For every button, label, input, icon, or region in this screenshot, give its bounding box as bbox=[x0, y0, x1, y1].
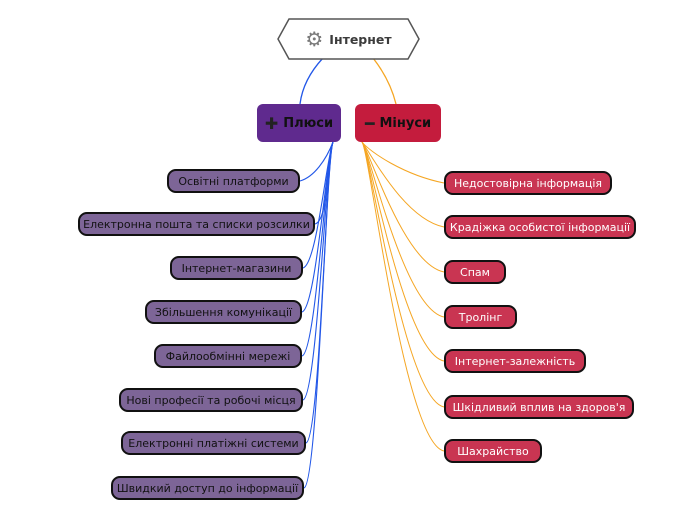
cons-item-1[interactable]: Недостовірна інформація bbox=[444, 171, 612, 195]
pros-item-8[interactable]: Швидкий доступ до інформації bbox=[111, 476, 304, 500]
category-pros-label: Плюси bbox=[283, 115, 334, 131]
cons-link-2 bbox=[361, 141, 445, 228]
pros-item-6[interactable]: Нові професії та робочі місця bbox=[119, 388, 303, 412]
pros-item-3[interactable]: Інтернет-магазини bbox=[170, 256, 303, 280]
cons-item-2[interactable]: Крадіжка особистої інформації bbox=[444, 215, 636, 239]
cons-link-5 bbox=[361, 141, 445, 362]
pros-item-1[interactable]: Освітні платформи bbox=[167, 169, 300, 193]
root-to-pros-link bbox=[299, 57, 324, 105]
cons-link-7 bbox=[361, 141, 445, 452]
cons-item-7[interactable]: Шахрайство bbox=[444, 439, 542, 463]
pros-link-8 bbox=[303, 141, 334, 489]
pros-link-1 bbox=[299, 141, 334, 182]
plus-icon: ✚ bbox=[264, 113, 279, 133]
cons-link-4 bbox=[361, 141, 445, 318]
category-pros[interactable]: ✚ Плюси bbox=[257, 104, 341, 142]
cons-item-3[interactable]: Спам bbox=[444, 260, 506, 284]
category-cons[interactable]: ━ Мінуси bbox=[355, 104, 441, 142]
cons-link-3 bbox=[361, 141, 445, 273]
pros-item-7[interactable]: Електронні платіжні системи bbox=[121, 431, 306, 455]
cons-item-4[interactable]: Тролінг bbox=[444, 305, 517, 329]
root-topic[interactable]: ⚙ Інтернет bbox=[277, 18, 420, 60]
root-to-cons-link bbox=[372, 57, 397, 105]
pros-item-2[interactable]: Електронна пошта та списки розсилки bbox=[78, 212, 315, 236]
pros-item-4[interactable]: Збільшення комунікації bbox=[145, 300, 302, 324]
cons-link-1 bbox=[361, 141, 445, 184]
cons-link-6 bbox=[361, 141, 445, 408]
category-cons-label: Мінуси bbox=[379, 115, 432, 131]
gear-icon: ⚙ bbox=[305, 27, 324, 51]
root-hexagon-shape bbox=[277, 18, 420, 60]
minus-icon: ━ bbox=[364, 113, 375, 133]
pros-item-5[interactable]: Файлообмінні мережі bbox=[154, 344, 302, 368]
cons-item-6[interactable]: Шкідливий вплив на здоров'я bbox=[444, 395, 634, 419]
root-label-wrap: ⚙ Інтернет bbox=[277, 18, 420, 60]
cons-item-5[interactable]: Інтернет-залежність bbox=[444, 349, 586, 373]
root-title: Інтернет bbox=[329, 31, 392, 47]
